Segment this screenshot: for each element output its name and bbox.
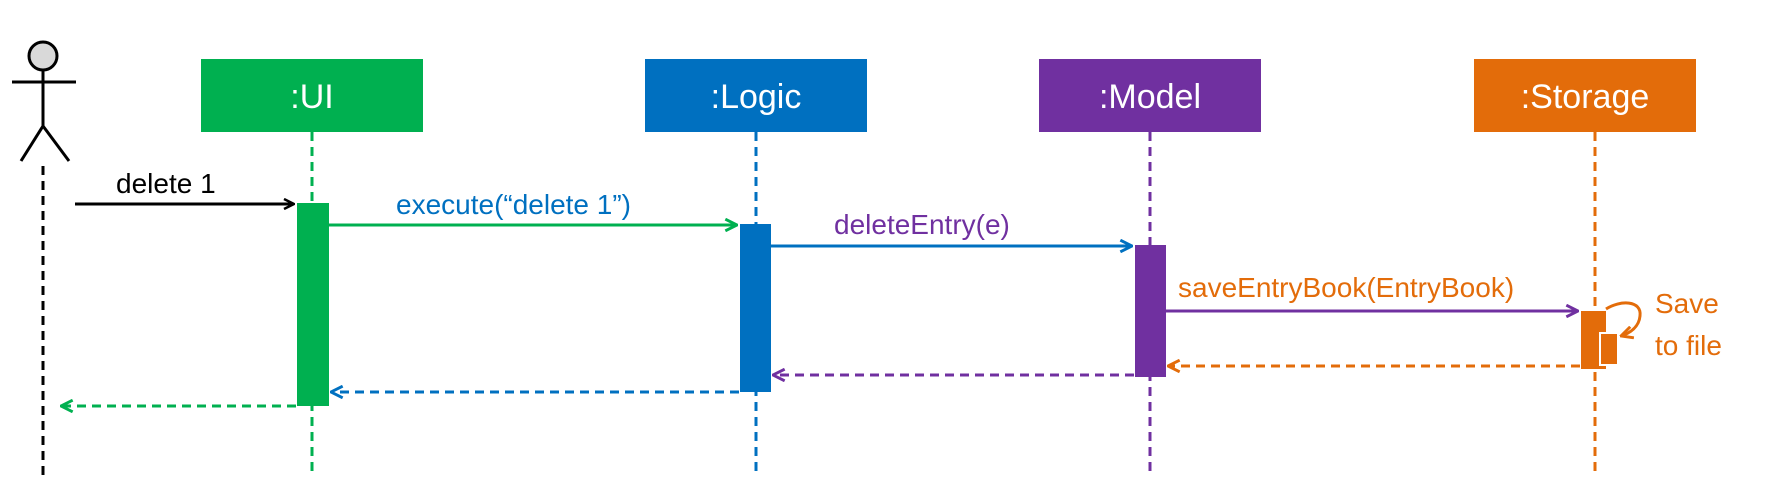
- delete-entry-label: deleteEntry(e): [834, 209, 1010, 240]
- save-to-file-note-line2: to file: [1655, 330, 1722, 361]
- execute-label: execute(“delete 1”): [396, 189, 631, 220]
- participant-logic-label: :Logic: [711, 78, 802, 116]
- participant-storage: :Storage: [1474, 59, 1696, 132]
- save-to-file-note-line1: Save: [1655, 288, 1719, 319]
- model-activation-bar: [1135, 245, 1166, 377]
- participant-model-label: :Model: [1099, 78, 1201, 116]
- participant-model: :Model: [1039, 59, 1261, 132]
- logic-activation-bar: [740, 224, 771, 392]
- save-entry-book-label: saveEntryBook(EntryBook): [1178, 272, 1514, 303]
- actor-icon: [12, 40, 76, 162]
- participant-ui: :UI: [201, 59, 423, 132]
- participant-ui-label: :UI: [290, 78, 333, 116]
- storage-self-activation-bar: [1599, 332, 1619, 366]
- delete-command-label: delete 1: [116, 168, 216, 199]
- save-to-file-self-arrow: [1605, 301, 1642, 336]
- participant-logic: :Logic: [645, 59, 867, 132]
- ui-activation-bar: [297, 203, 329, 406]
- participant-storage-label: :Storage: [1521, 78, 1650, 116]
